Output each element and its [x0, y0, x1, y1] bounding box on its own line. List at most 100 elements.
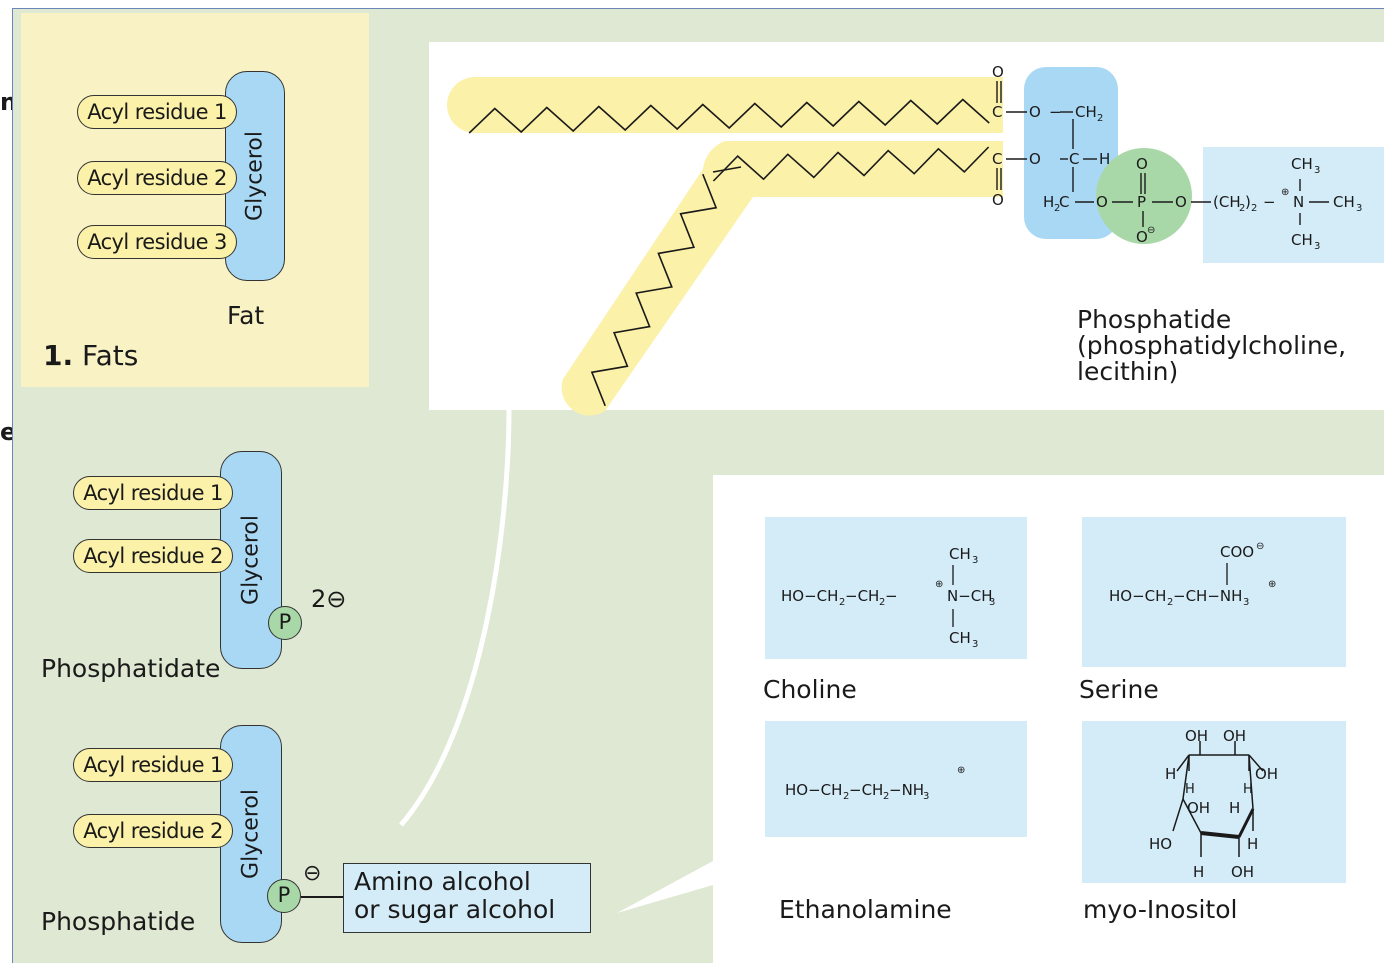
lipids-diagram: Glycerol Acyl residue 1 Acyl residue 2 A… — [12, 8, 1384, 963]
svg-text:3: 3 — [1356, 203, 1362, 214]
svg-text:CH: CH — [1075, 103, 1097, 121]
head-group-line2: or sugar alcohol — [354, 895, 556, 924]
svg-text:H: H — [1185, 782, 1195, 797]
svg-text:3: 3 — [923, 791, 929, 802]
svg-text:COO: COO — [1220, 543, 1254, 561]
svg-text:2: 2 — [879, 597, 885, 608]
svg-text:⊕: ⊕ — [957, 765, 965, 776]
svg-text:2: 2 — [843, 791, 849, 802]
svg-text:⊖: ⊖ — [1147, 225, 1155, 236]
svg-text:2: 2 — [839, 597, 845, 608]
svg-text:3: 3 — [1314, 241, 1320, 252]
phosphatidate-charge: 2⊖ — [311, 585, 347, 613]
phosphatidate-acyl-residue-1: Acyl residue 1 — [73, 476, 233, 510]
phosphatide-acyl-residue-2: Acyl residue 2 — [73, 814, 233, 848]
svg-text:OH: OH — [1255, 765, 1278, 783]
svg-text:N−CH: N−CH — [947, 587, 993, 605]
svg-text:O: O — [1136, 228, 1148, 246]
svg-text:H: H — [1247, 835, 1258, 853]
svg-text:−CH: −CH — [849, 781, 883, 799]
svg-text:C: C — [992, 103, 1002, 121]
svg-text:−CH−NH: −CH−NH — [1173, 587, 1242, 605]
svg-text:CH: CH — [1333, 193, 1355, 211]
phosphatidate-phosphate: P — [268, 606, 302, 640]
phosphatidate-acyl-residue-2: Acyl residue 2 — [73, 539, 233, 573]
svg-text:OH: OH — [1187, 799, 1210, 817]
choline-box — [765, 517, 1027, 659]
svg-text:−: − — [885, 587, 898, 605]
svg-text:OH: OH — [1231, 863, 1254, 881]
lecithin-caption-line3: lecithin) — [1077, 357, 1179, 386]
svg-text:C: C — [992, 150, 1002, 168]
svg-text:H: H — [1043, 193, 1054, 211]
svg-text:⊕: ⊕ — [1281, 187, 1289, 198]
svg-text:3: 3 — [1314, 165, 1320, 176]
svg-text:HO−CH: HO−CH — [781, 587, 838, 605]
head-group-line1: Amino alcohol — [354, 867, 531, 896]
svg-text:OH: OH — [1185, 727, 1208, 745]
serine-caption: Serine — [1079, 675, 1159, 704]
svg-text:⊕: ⊕ — [1268, 579, 1276, 590]
phosphate-highlight — [1096, 148, 1192, 244]
svg-text:−NH: −NH — [889, 781, 924, 799]
lecithin-caption-line1: Phosphatide — [1077, 305, 1232, 334]
svg-text:3: 3 — [972, 555, 978, 566]
section-title: Fats — [82, 339, 139, 372]
svg-text:O: O — [992, 191, 1004, 209]
ethanolamine-box — [765, 721, 1027, 837]
connector-line — [399, 408, 512, 827]
svg-text:−: − — [1263, 193, 1276, 211]
phosphatide-charge: ⊖ — [303, 861, 322, 886]
acyl-residue-2: Acyl residue 2 — [77, 161, 237, 195]
acyl-residue-1: Acyl residue 1 — [77, 95, 237, 129]
svg-text:H: H — [1229, 799, 1240, 817]
svg-text:2: 2 — [1167, 597, 1173, 608]
svg-text:O: O — [1136, 155, 1148, 173]
svg-text:N: N — [1293, 193, 1304, 211]
svg-text:CH: CH — [1291, 155, 1313, 173]
svg-text:HO−CH: HO−CH — [1109, 587, 1166, 605]
svg-text:HO: HO — [1149, 835, 1172, 853]
svg-text:−: − — [1049, 103, 1062, 121]
svg-text:H: H — [1099, 150, 1110, 168]
svg-text:−CH: −CH — [845, 587, 879, 605]
svg-text:H: H — [1165, 765, 1176, 783]
fat-caption: Fat — [227, 301, 265, 330]
svg-text:CH: CH — [949, 545, 971, 563]
svg-text:CH: CH — [1291, 231, 1313, 249]
svg-text:H: H — [1243, 782, 1253, 797]
serine-box — [1082, 517, 1346, 667]
inositol-box — [1082, 721, 1346, 883]
svg-text:2: 2 — [883, 791, 889, 802]
svg-text:2: 2 — [1251, 203, 1257, 214]
head-group-box: Amino alcohol or sugar alcohol — [343, 863, 591, 933]
svg-text:O: O — [1175, 193, 1187, 211]
svg-text:HO−CH: HO−CH — [785, 781, 842, 799]
phosphatide-phosphate: P — [267, 879, 301, 913]
svg-text:2: 2 — [1097, 113, 1103, 124]
svg-text:P: P — [1137, 193, 1146, 211]
svg-text:⊖: ⊖ — [1256, 541, 1264, 552]
section-heading: 1. Fats — [43, 339, 138, 372]
phosphatide-head-bond — [301, 896, 345, 898]
svg-text:O: O — [1029, 103, 1041, 121]
lecithin-caption: Phosphatide (phosphatidylcholine, lecith… — [1077, 307, 1346, 385]
choline-caption: Choline — [763, 675, 857, 704]
fats-panel: Glycerol Acyl residue 1 Acyl residue 2 A… — [21, 13, 369, 387]
svg-text:O: O — [1096, 193, 1108, 211]
svg-text:O: O — [1029, 150, 1041, 168]
phosphatidate-caption: Phosphatidate — [41, 654, 221, 683]
inositol-caption: myo-Inositol — [1083, 895, 1238, 924]
svg-text:3: 3 — [989, 597, 995, 608]
svg-text:OH: OH — [1223, 727, 1246, 745]
acyl-chain-1 — [468, 98, 990, 407]
ethanolamine-caption: Ethanolamine — [779, 895, 952, 924]
svg-text:C: C — [1069, 150, 1079, 168]
